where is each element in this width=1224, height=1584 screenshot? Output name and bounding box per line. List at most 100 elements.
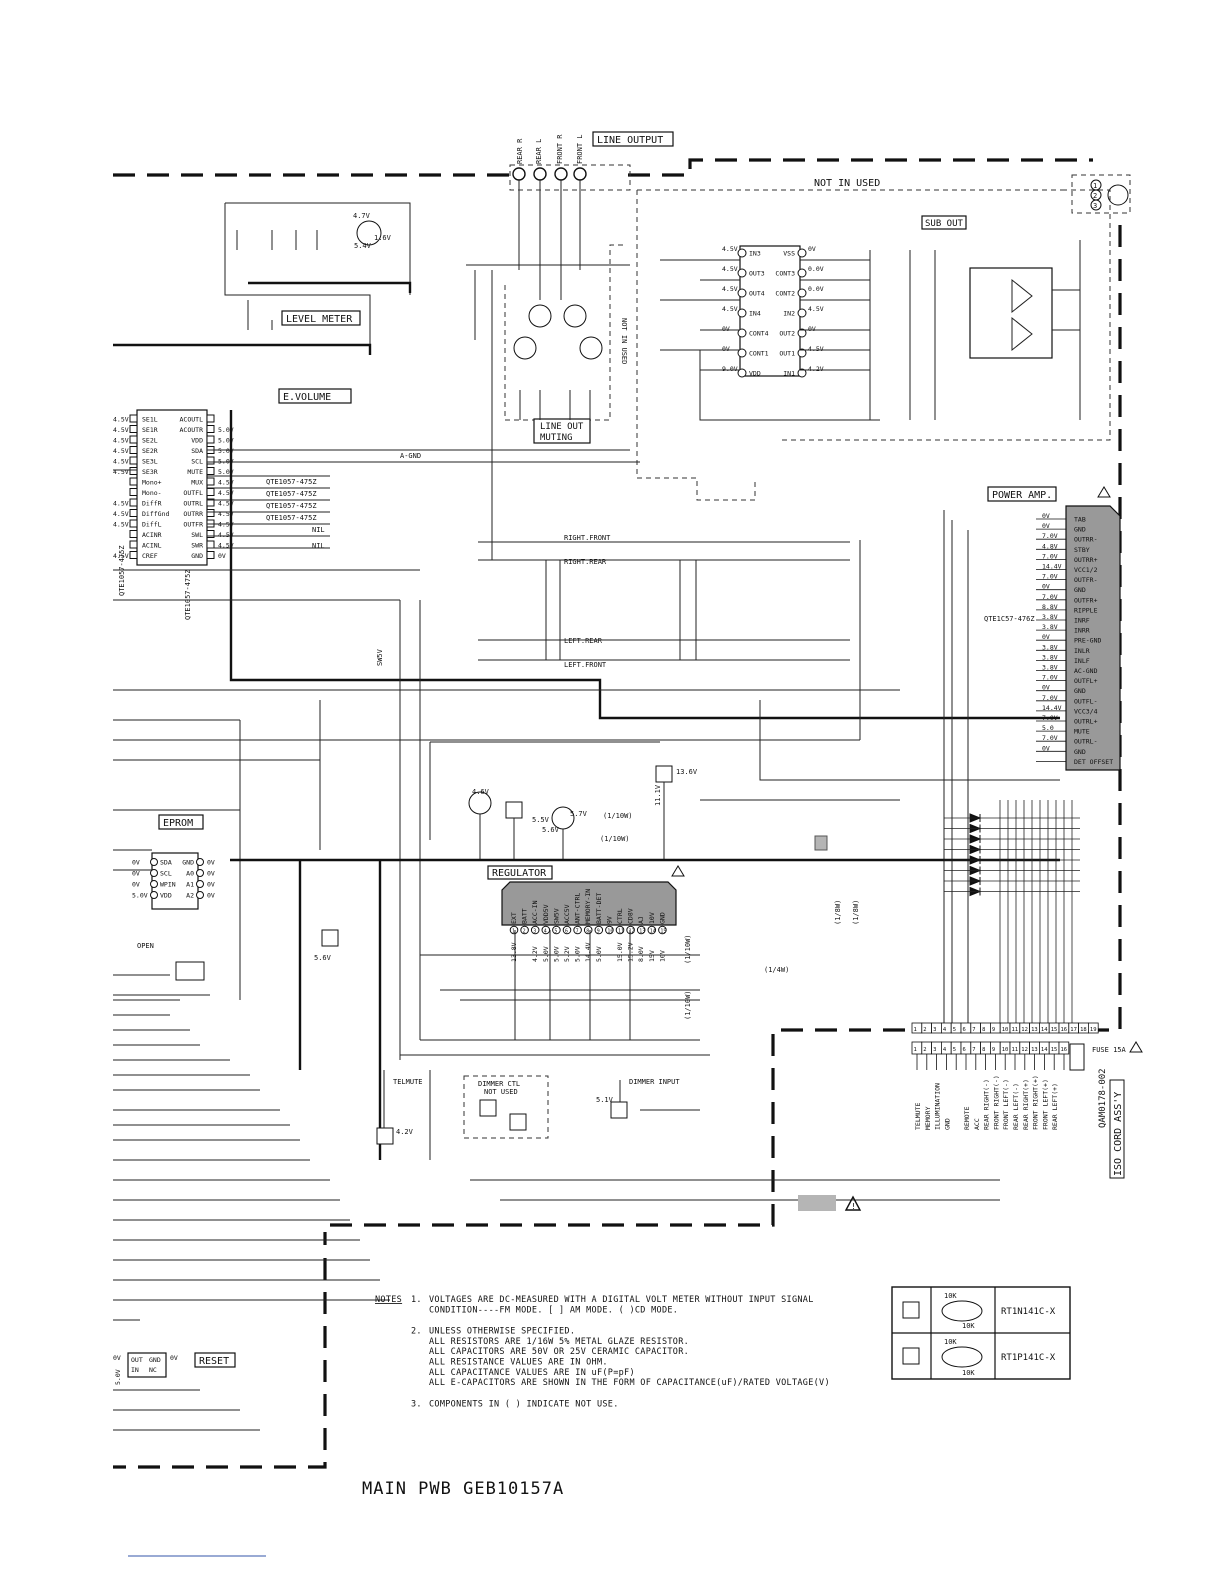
tone-pin-name: OUT2 [779,330,795,338]
tone-pin-name: IN3 [749,250,761,258]
tone-pin-voltage: 4.5V [722,285,738,293]
rca-pin-3: 3 [1093,202,1097,210]
e-volume-pin-voltage: 4.5V [113,416,129,424]
dimmer-input-label: DIMMER INPUT [629,1078,680,1086]
e-volume-pin [129,551,138,559]
regulator-pin-name: CD8V [627,908,635,924]
tone-pin [737,348,747,358]
resistor-1-10w-c: (1/10W) [684,934,692,964]
power-amp-pin-name: GND [1074,748,1086,756]
regulator-pin [647,925,657,935]
left-edge-lines [113,999,390,1301]
eprom-ic [151,852,199,910]
reset-pin-voltage: 0V [170,1354,178,1362]
e-volume-pin [206,467,215,475]
power-amp-pin-name: OUTRR- [1074,536,1097,544]
note-line: VOLTAGES ARE DC-MEASURED WITH A DIGITAL … [429,1295,814,1305]
power-amp-pin-voltage: 0V [1042,583,1050,591]
note-line: ALL RESISTANCE VALUES ARE IN OHM. [429,1358,608,1368]
transistor-box-1 [505,801,523,819]
power-amp-pin-voltage: 4.8V [1042,542,1058,550]
resistor-1-10w-d: (1/10W) [684,990,692,1020]
tone-pin [797,348,807,358]
npn-circuit-icon [941,1300,983,1322]
e-volume-pin-name: ACINL [142,542,162,550]
rca-jack-rear-l [533,167,547,181]
e-volume-pin-voltage: 4.5V [113,468,129,476]
power-amp-pin-voltage: 3.8V [1042,664,1058,672]
center-transistors: 4.6V 5.5V 5.7V 5.6V (1/10W) (1/10W) 13.6… [230,741,1060,1160]
power-amp-pin-name: INLF [1074,657,1090,665]
level-meter-block: LEVEL METER 4.7V 1.6V 5.4V [113,202,412,355]
tone-pin-voltage: 0V [808,325,816,333]
reset-pin-name: GND [149,1356,161,1364]
iso-header-pin-number: 16 [1061,1027,1068,1033]
iso-terminal-number: 9 [992,1047,995,1053]
tone-pin [737,308,747,318]
regulator-pin-name: BATT-DET [595,893,603,924]
power-amp-pin-voltage: 5.0 [1042,724,1054,732]
dimmer-block: DIMMER CTL NOT USED DIMMER INPUT 5.1V TE… [376,1070,1000,1201]
eprom-pin [150,869,158,877]
left-rear-label: LEFT.REAR [564,637,603,645]
power-amp-pin-voltage: 3.8V [1042,613,1058,621]
rca-pin-1: 1 [1093,182,1097,190]
power-amp-pin-voltage: 7.0V [1042,532,1058,540]
tone-pin-name: VSS [783,250,795,258]
iso-terminal-label: ILLUMINATION [934,1083,942,1130]
power-amp-pin-voltage: 0V [1042,684,1050,692]
e-volume-pin-voltage: 4.5V [218,542,234,550]
eprom-pin-name: GND [182,859,194,867]
opamp-ic [969,267,1053,359]
e-volume-pin-name: SE2L [142,437,158,445]
tone-pin-voltage: 0V [722,345,730,353]
note-number: 1. [411,1295,422,1305]
power-amp-pin-voltage: 7.0V [1042,694,1058,702]
regulator-pins: 1EXT13.8V2BATT3ACC-IN4.2V4VDD5V5.0V5SW5V… [509,889,667,962]
voltage-5-1v: 5.1V [596,1096,614,1104]
e-volume-pin-name: Mono- [142,489,162,497]
regulator-pin-voltage: 5.0V [552,946,560,962]
iso-terminal-number: 4 [943,1047,947,1053]
transistor-legend: 10K 10K 10K 10K RT1N141C-X RT1P141C-X [891,1286,1071,1380]
dimmer-ctl-label: DIMMER CTL [478,1080,520,1088]
fuse-warning-icon [1129,1041,1143,1053]
regulator-warning-icon [671,865,685,877]
regulator-pin-name: BATT [521,908,529,924]
notes-block: NOTES 1.VOLTAGES ARE DC-MEASURED WITH A … [375,1295,830,1409]
level-meter-label: LEVEL METER [286,314,353,325]
iso-terminal-label: REAR RIGHT(-) [983,1079,991,1130]
e-volume-pin-name: SE3R [142,468,158,476]
iso-header-pin-number: 18 [1080,1027,1087,1033]
regulator-pin-number: 9 [597,929,600,935]
power-amp-pin-name: OUTFR+ [1074,596,1098,604]
regulator-pin [626,925,635,935]
regulator-pin [509,925,519,935]
fuse-label: FUSE 15A [1092,1046,1127,1054]
iso-header-pin-number: 6 [963,1027,966,1033]
tone-pin-name: CONT1 [749,350,769,358]
e-volume-pin [206,509,215,517]
regulator-pin-voltage: 14.4V [584,942,592,962]
power-amp-pin-voltage: 7.0V [1042,674,1058,682]
cap-part-3: QTE1057-475Z [266,502,317,510]
open-jumper [175,961,205,981]
telmute-label: TELMUTE [393,1078,423,1086]
voltage-4-7v: 4.7V [353,212,371,220]
eprom-pin [196,880,204,888]
iso-header-pin-number: 5 [953,1027,956,1033]
right-rear-label: RIGHT.REAR [564,558,607,566]
regulator-pin-number: 5 [554,929,557,935]
voltage-5-6v-b: 5.6V [314,954,332,962]
e-volume-pin [206,540,215,549]
regulator-pin-name: ACC5V [563,904,571,924]
board-outline [113,158,1122,1469]
voltage-5-6v: 5.6V [542,826,560,834]
eprom-pin-voltage: 0V [207,881,215,889]
e-volume-pin-voltage: 5.0V [218,437,234,445]
tone-pin-name: IN4 [749,310,761,318]
power-amp-pin-name: PRE-GND [1074,637,1101,645]
cap-part-4: QTE1057-475Z [266,514,317,522]
eprom-pin [196,858,204,866]
